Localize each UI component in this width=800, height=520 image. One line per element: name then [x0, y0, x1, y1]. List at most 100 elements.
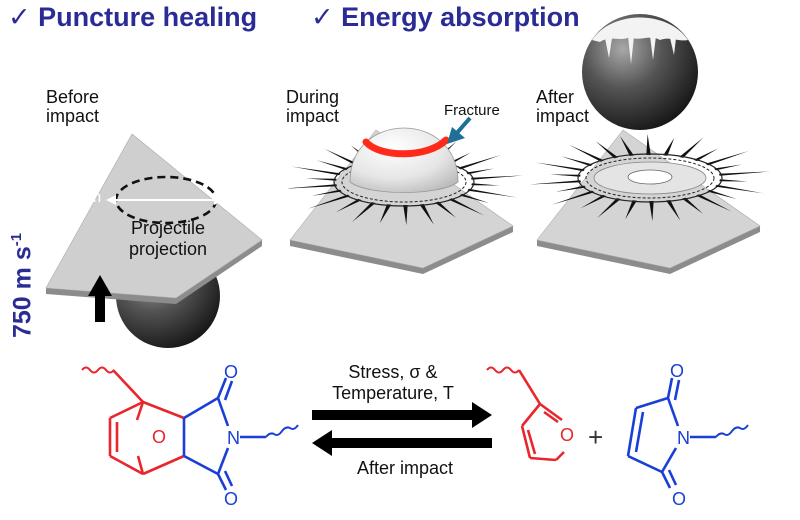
crack-spike — [597, 198, 621, 219]
crack-spike — [695, 194, 732, 212]
crater-ring-outer-after — [577, 153, 723, 203]
crack-spike — [666, 199, 681, 221]
crack-spike — [448, 198, 485, 216]
membrane-edge-after — [537, 226, 760, 274]
label-forward-condition: Stress, σ & Temperature, T — [318, 362, 468, 404]
diels-alder-adduct — [81, 366, 299, 491]
crack-spike — [311, 189, 342, 196]
label-before-impact: Before impact — [46, 88, 99, 126]
crack-spike — [335, 198, 362, 213]
crack-spike — [535, 162, 585, 172]
label-during-impact: During impact — [286, 88, 339, 126]
crack-spike — [316, 160, 349, 171]
crack-spike — [649, 200, 654, 222]
crack-spike — [471, 183, 500, 186]
atom-oxygen-maleimide-top: O — [670, 361, 684, 381]
dimension-arrow-left — [106, 195, 116, 205]
label-projectile-line2: projection — [128, 239, 208, 259]
label-forward-line2: Temperature, T — [332, 383, 454, 403]
label-before-line1: Before — [46, 87, 100, 107]
crack-spike — [595, 141, 619, 159]
crack-spike — [569, 144, 605, 162]
fracture-arrow-icon — [447, 116, 472, 144]
crack-spike — [551, 190, 595, 205]
equilibrium-arrows-icon — [312, 402, 492, 456]
membrane-residue-drips — [605, 36, 676, 64]
crack-spike — [466, 168, 494, 175]
panel-before-impact — [45, 133, 263, 348]
label-fracture: Fracture — [444, 102, 500, 119]
fracture-band — [362, 136, 450, 158]
succinimide-ring — [182, 377, 266, 491]
dimension-label: 3.7 μm — [52, 189, 102, 206]
membrane-residue-cap — [592, 17, 688, 42]
maleimide-molecule — [626, 377, 749, 489]
crack-spike — [705, 150, 749, 166]
crack-spike — [663, 137, 675, 156]
puncture-hole — [627, 169, 673, 185]
headline-puncture-healing: ✓ Puncture healing — [8, 2, 258, 32]
radial-cracks-after — [529, 134, 771, 222]
crack-spike — [715, 184, 765, 194]
label-forward-line1: Stress, σ & — [348, 362, 438, 382]
crater-ring-inner-after — [585, 157, 715, 199]
label-after-impact: After impact — [536, 88, 589, 126]
label-projectile-line1: Projectile — [130, 218, 206, 238]
crack-spike — [718, 171, 771, 176]
crack-spike — [561, 156, 593, 167]
membrane-before — [45, 133, 263, 299]
membrane-edge-during — [290, 226, 513, 274]
crack-spike — [580, 194, 607, 209]
atom-oxygen-furan: O — [560, 425, 574, 445]
crack-spike — [305, 178, 337, 181]
crack-spike — [555, 185, 586, 192]
label-after-line1: After — [536, 87, 575, 107]
oxanorbornene-ring — [108, 369, 185, 476]
crack-spike — [681, 197, 704, 214]
crack-spike — [620, 136, 634, 157]
furan-polymer-link — [486, 366, 520, 374]
crack-spike — [285, 184, 337, 189]
membrane-during — [289, 129, 514, 269]
atom-oxygen-bridge: O — [152, 427, 166, 447]
maleimide-polymer-link — [715, 424, 749, 438]
crack-spike — [471, 175, 523, 180]
crack-spike — [351, 202, 376, 223]
crack-spike — [707, 189, 737, 200]
crack-spike — [625, 200, 637, 220]
atom-nitrogen-adduct: N — [227, 428, 240, 448]
label-during-line2: impact — [286, 106, 340, 126]
label-projectile-projection: Projectile projection — [103, 218, 233, 260]
crack-spike — [693, 148, 719, 162]
impact-dome — [349, 127, 459, 193]
crack-spike — [419, 203, 434, 225]
up-arrow-icon — [88, 275, 112, 322]
dimension-arrow-right — [214, 195, 224, 205]
crack-spike — [307, 194, 351, 209]
crack-spike — [719, 179, 748, 182]
label-during-line1: During — [286, 87, 340, 107]
adduct-polymer-link-red — [81, 366, 115, 374]
velocity-label: 750 m s-1 — [8, 233, 37, 338]
velocity-value: 750 m s — [8, 246, 37, 338]
crack-spike — [549, 174, 581, 177]
label-reverse-condition: After impact — [356, 458, 454, 478]
crack-spike — [646, 134, 651, 156]
adduct-polymer-link-blue — [265, 424, 299, 438]
crack-spike — [467, 188, 517, 198]
panel-after-impact — [529, 14, 771, 274]
plus-sign: + — [588, 422, 603, 452]
panel-during-impact — [285, 116, 523, 274]
atom-nitrogen-maleimide: N — [677, 428, 690, 448]
atom-oxygen-adduct-top: O — [224, 362, 238, 382]
crack-spike — [434, 201, 457, 218]
crack-spike — [714, 164, 742, 171]
furan-molecule — [486, 366, 565, 462]
crack-spike — [459, 193, 490, 204]
membrane-after — [536, 129, 761, 269]
label-after-line2: impact — [536, 106, 590, 126]
crack-spike — [324, 148, 360, 166]
atom-oxygen-maleimide-bottom: O — [672, 489, 686, 509]
crack-spike — [403, 204, 408, 226]
